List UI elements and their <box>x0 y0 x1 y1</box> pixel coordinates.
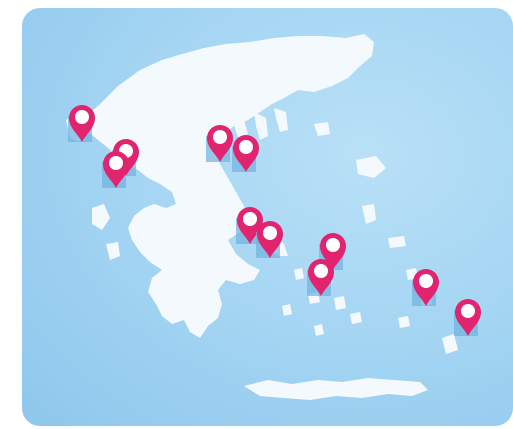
pin-dot <box>75 110 89 124</box>
pin-dot <box>263 226 277 240</box>
chios-island <box>362 204 376 224</box>
map-pin-icon[interactable] <box>256 221 283 258</box>
crete-island <box>244 378 428 400</box>
zakynthos-island <box>106 242 120 260</box>
map-card <box>22 8 513 426</box>
limnos-island <box>314 122 330 136</box>
map-pin-icon[interactable] <box>236 207 263 244</box>
map-pin-icon[interactable] <box>232 135 259 172</box>
pin-dot <box>419 274 433 288</box>
pin-dot <box>314 264 328 278</box>
dodecanese-islands <box>398 268 458 354</box>
map-pin-icon[interactable] <box>206 125 233 162</box>
pin-dot <box>109 156 123 170</box>
pin-dot <box>213 130 227 144</box>
pin-dot <box>461 304 475 318</box>
greece-map <box>66 34 481 400</box>
map-pin-icon[interactable] <box>102 151 129 188</box>
chalkidiki <box>232 108 288 142</box>
map-pin-icon[interactable] <box>68 105 95 142</box>
lesvos-island <box>356 156 386 178</box>
pin-dot <box>239 140 253 154</box>
kefalonia-island <box>92 204 110 230</box>
map-pin-icon[interactable] <box>307 259 334 296</box>
mainland-greece <box>82 34 374 338</box>
pins-layer <box>68 105 481 336</box>
pin-dot <box>326 238 340 252</box>
map-pin-icon[interactable] <box>454 299 481 336</box>
map-pin-icon[interactable] <box>412 269 439 306</box>
samos-island <box>388 236 406 248</box>
pin-dot <box>243 212 257 226</box>
